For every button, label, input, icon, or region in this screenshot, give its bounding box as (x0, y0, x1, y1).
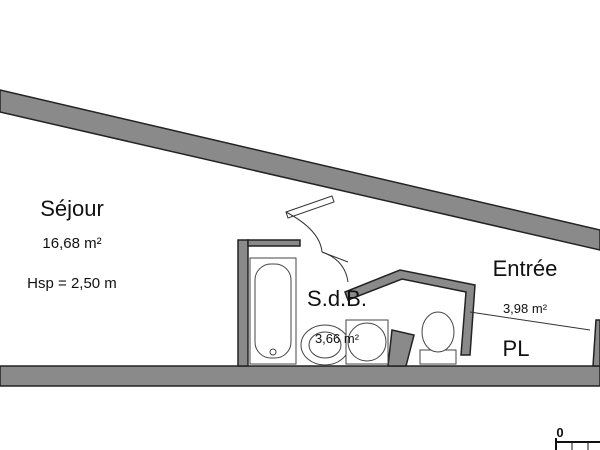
scale-zero-label: 0 (556, 425, 563, 440)
sejour-name: Séjour (40, 196, 104, 221)
bathroom-top-wall (247, 239, 301, 247)
bathroom-pillar (387, 329, 415, 367)
toilet-bowl (421, 311, 455, 353)
entry-area-line (469, 311, 591, 331)
right-wall-stub (592, 319, 600, 367)
entree-area: 3,98 m² (503, 301, 548, 316)
sloped-wall (0, 89, 600, 251)
sdb-area: 3,66 m² (315, 331, 360, 346)
bathroom-door-arc (285, 211, 323, 253)
pl-name: PL (503, 336, 530, 361)
entry-partition-wall (344, 269, 476, 356)
floor-wall (0, 365, 600, 387)
entree-name: Entrée (493, 256, 558, 281)
sejour-height: Hsp = 2,50 m (27, 275, 117, 292)
bathtub-drain (269, 348, 277, 356)
entry-door-leaf (321, 251, 349, 263)
sink-basin (308, 331, 342, 359)
bathroom-door-swing (285, 195, 335, 219)
bathtub-basin (254, 263, 292, 359)
sdb-name: S.d.B. (307, 286, 367, 311)
washing-machine-drum (347, 322, 387, 362)
sejour-area: 16,68 m² (42, 235, 101, 252)
bathroom-left-wall (237, 239, 249, 367)
